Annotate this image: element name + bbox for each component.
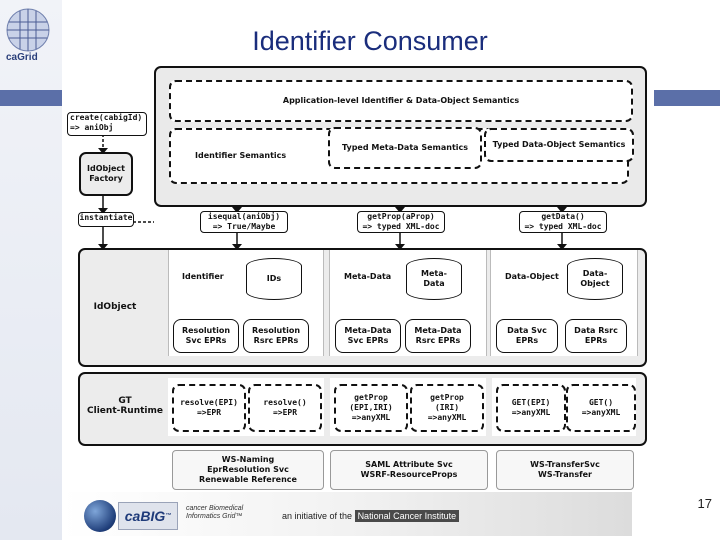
data-rsrc-eprs: Data Rsrc EPRs [565,319,627,353]
runtime-op-4: getProp (IRI) =>anyXML [410,384,484,432]
slide-number: 17 [697,496,712,511]
footer-tagline: an initiative of the National Cancer Ins… [278,510,463,522]
dataobject-store: Data- Object [567,258,623,300]
institute-text: National Cancer Institute [354,510,460,522]
typed-data-semantics: Typed Data-Object Semantics [484,128,634,162]
runtime-op-1: resolve(EPI) =>EPR [172,384,246,432]
globe-icon [84,500,116,532]
metadata-svc-eprs: Meta-Data Svc EPRs [335,319,401,353]
dataobject-title: Data-Object [505,272,559,281]
cabig-brand: caBIG [124,508,166,524]
getdata-call: getData() => typed XML-doc [519,211,607,233]
cagrid-logo [4,6,56,64]
idobject-factory: IdObject Factory [79,152,133,196]
tagline-text: an initiative of the [282,511,353,521]
instantiate-label: instantiate [78,212,134,227]
metadata-store: Meta- Data [406,258,462,300]
runtime-op-3: getProp (EPI,IRI) =>anyXML [334,384,408,432]
accent-bar-left [0,90,62,106]
app-level-semantics: Application-level Identifier & Data-Obje… [169,80,633,122]
identifier-title: Identifier [182,272,224,281]
resolution-svc-eprs: Resolution Svc EPRs [173,319,239,353]
runtime-op-5: GET(EPI) =>anyXML [496,384,566,432]
typed-meta-semantics: Typed Meta-Data Semantics [328,127,482,169]
data-svc-eprs: Data Svc EPRs [496,319,558,353]
create-call: create(cabigId) => aniObj [67,112,147,136]
metadata-title: Meta-Data [344,272,392,281]
runtime-op-2: resolve() =>EPR [248,384,322,432]
runtime-op-6: GET() =>anyXML [566,384,636,432]
service-ws-transfer: WS-TransferSvc WS-Transfer [496,450,634,490]
runtime-label: GT Client-Runtime [87,396,163,416]
idobject-label: IdObject [93,302,137,312]
slide-title: Identifier Consumer [252,26,488,56]
service-ws-naming: WS-Naming EprResolution Svc Renewable Re… [172,450,324,490]
service-saml: SAML Attribute Svc WSRF-ResourceProps [330,450,488,490]
metadata-rsrc-eprs: Meta-Data Rsrc EPRs [405,319,471,353]
getprop-call: getProp(aProp) => typed XML-doc [357,211,445,233]
isequal-call: isequal(aniObj) => True/Maybe [200,211,288,233]
footer-subtitle: cancer Biomedical Informatics Grid™ [186,505,244,520]
factory-label: IdObject Factory [87,164,125,183]
logo-text: caGrid [6,52,38,63]
ids-store: IDs [246,258,302,300]
accent-bar-right [654,90,720,106]
cabig-tm: ™ [165,513,172,519]
resolution-rsrc-eprs: Resolution Rsrc EPRs [243,319,309,353]
